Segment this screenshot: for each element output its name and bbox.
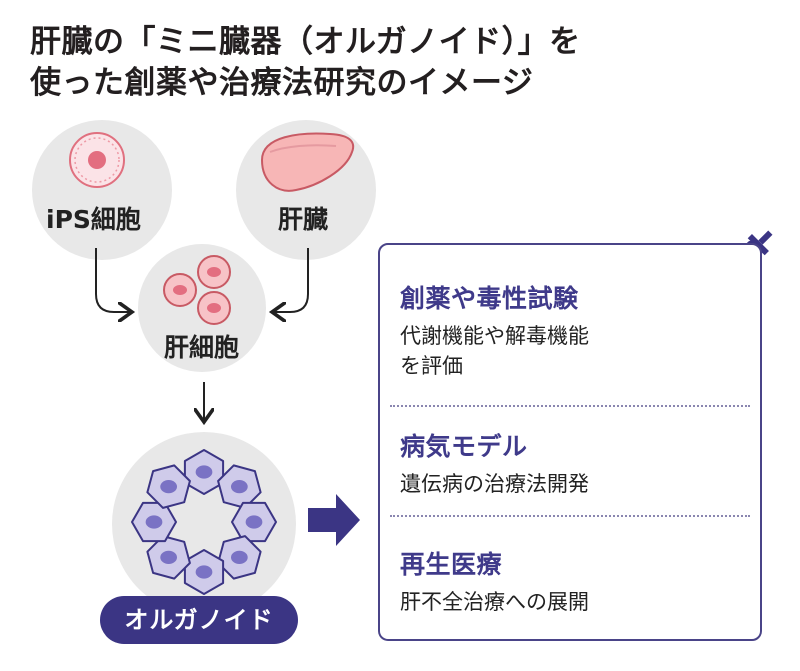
application-desc-line: 代謝機能や解毒機能 [400,324,589,348]
organoid-cell [231,501,277,543]
ips-cell-label: iPS細胞 [46,205,141,234]
organoid-cell [217,535,262,580]
application-desc-line: 遺伝病の治療法開発 [400,472,589,496]
page-title: 肝臓の「ミニ臓器（オルガノイド）」を 使った創薬や治療法研究のイメージ [30,22,770,104]
hepatocytes-icon [163,255,231,325]
liver-label: 肝臓 [278,205,329,234]
hepatocytes-label: 肝細胞 [164,333,240,362]
application-drug-discovery: 創薬や毒性試験 代謝機能や解毒機能 を評価 [400,279,589,381]
application-title: 病気モデル [400,432,528,461]
ips-cell-icon [69,132,125,188]
applications-panel: 創薬や毒性試験 代謝機能や解毒機能 を評価 病気モデル 遺伝病の治療法開発 再生… [378,243,762,641]
organoid-cell [183,449,225,495]
liver-icon [260,132,355,192]
application-regenerative-medicine: 再生医療 肝不全治療への展開 [400,545,589,617]
arrow-to-applications [308,494,360,546]
application-title: 創薬や毒性試験 [400,284,579,313]
arrow-liver-to-hepatocytes [274,248,309,312]
application-desc: 代謝機能や解毒機能 を評価 [400,321,589,381]
liver-node [236,120,376,260]
section-divider [390,515,750,517]
application-desc: 遺伝病の治療法開発 [400,469,589,499]
application-desc: 肝不全治療への展開 [400,587,589,617]
organoid-cell [183,549,225,595]
application-desc-line: を評価 [400,354,463,378]
organoid-label: オルガノイド [100,596,298,644]
organoid-icon [131,449,277,595]
organoid-node [112,432,296,616]
title-line-1: 肝臓の「ミニ臓器（オルガノイド）」を [30,24,581,60]
organoid-cell [131,501,177,543]
organoid-cell [146,535,191,580]
title-line-2: 使った創薬や治療法研究のイメージ [30,65,534,101]
ips-cell-node [32,120,172,260]
application-title: 再生医療 [400,550,503,579]
organoid-cell [146,464,191,509]
section-divider [390,405,750,407]
hepatocytes-node [138,244,266,372]
organoid-cell [217,464,262,509]
application-disease-model: 病気モデル 遺伝病の治療法開発 [400,427,589,499]
application-desc-line: 肝不全治療への展開 [400,590,589,614]
arrow-ips-to-hepatocytes [95,248,130,312]
